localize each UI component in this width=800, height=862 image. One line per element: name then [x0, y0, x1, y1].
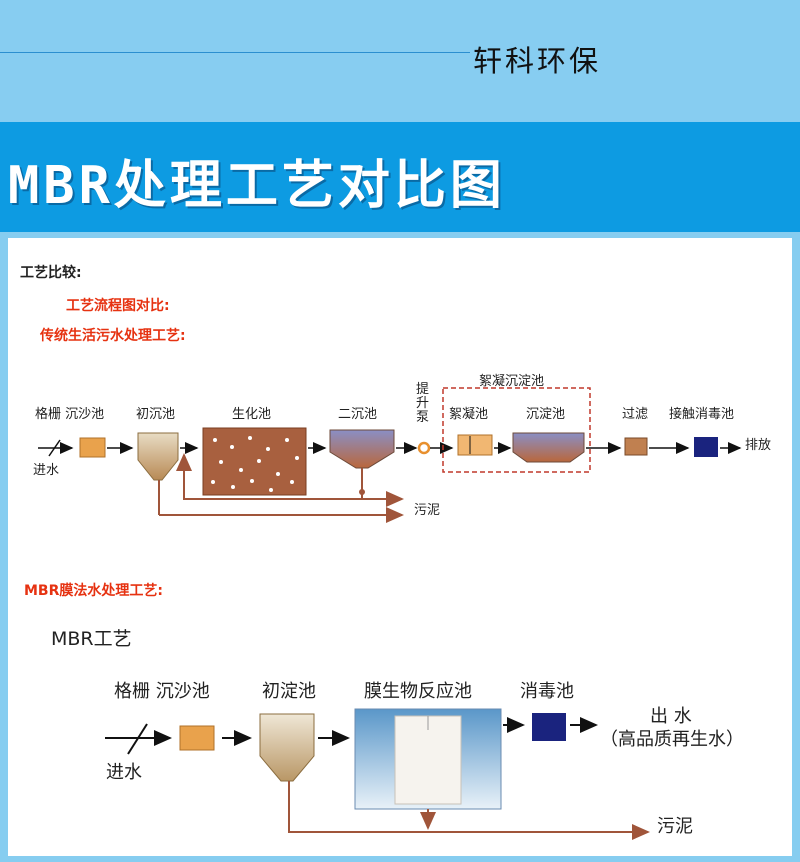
trad-bio-bubbles — [211, 436, 299, 492]
mbr-sludge-line — [288, 781, 650, 840]
trad-pump-icon — [417, 441, 431, 455]
header-rule — [0, 52, 470, 53]
trad-filter-box — [624, 437, 648, 456]
title-band — [0, 122, 800, 232]
mbr-label-sludge: 污泥 — [657, 816, 693, 837]
top-band — [0, 0, 800, 122]
mbr-label-membrane: 膜生物反应池 — [364, 681, 472, 702]
flow-compare-heading: 工艺流程图对比: — [66, 298, 170, 314]
traditional-heading: 传统生活污水处理工艺: — [40, 328, 186, 344]
mbr-primary-tank — [259, 713, 315, 782]
trad-label-sludge: 污泥 — [414, 503, 441, 518]
mbr-label-disinfect: 消毒池 — [520, 681, 574, 702]
mbr-flow — [105, 708, 650, 840]
trad-label-secondary: 二沉池 — [338, 407, 378, 422]
trad-floc-tank — [457, 434, 493, 456]
trad-sludge-pump — [359, 489, 365, 495]
mbr-process-title: MBR工艺 — [51, 628, 132, 650]
trad-floc-frame — [442, 387, 591, 473]
trad-label-bio: 生化池 — [232, 407, 272, 422]
mbr-label-primary: 初淀池 — [262, 681, 316, 702]
mbr-membrane-module — [394, 715, 462, 805]
mbr-heading: MBR膜法水处理工艺: — [24, 583, 163, 599]
trad-primary-tank — [137, 432, 179, 481]
section-heading: 工艺比较: — [20, 265, 82, 281]
mbr-grate-box — [179, 725, 215, 751]
trad-label-inlet: 进水 — [33, 463, 60, 478]
trad-label-primary: 初沉池 — [136, 407, 176, 422]
traditional-flow — [38, 387, 742, 523]
trad-label-grate-sand: 格栅 沉沙池 — [35, 407, 105, 422]
mbr-label-out: 出 水 — [650, 706, 692, 727]
page-title: MBR处理工艺对比图 — [8, 156, 506, 216]
trad-label-discharge: 排放 — [745, 438, 772, 453]
trad-bio-tank — [202, 427, 307, 496]
trad-label-floc-group: 絮凝沉淀池 — [479, 374, 545, 389]
mbr-label-inlet: 进水 — [106, 762, 142, 783]
brand-name: 轩科环保 — [473, 44, 602, 78]
trad-disinfect-box — [694, 437, 718, 457]
trad-label-pump: 提升泵 — [416, 382, 430, 425]
trad-secondary-tank — [329, 429, 395, 469]
trad-label-filter: 过滤 — [622, 407, 649, 422]
trad-label-disinfect: 接触消毒池 — [669, 407, 735, 422]
trad-grate-box — [79, 437, 106, 458]
mbr-label-grate-sand: 格栅 沉沙池 — [114, 681, 210, 702]
trad-inlet-slash — [48, 439, 61, 457]
mbr-label-out-note: （高品质再生水） — [600, 729, 744, 750]
trad-label-floc: 絮凝池 — [449, 407, 489, 422]
trad-label-sedim: 沉淀池 — [526, 407, 566, 422]
mbr-inlet-slash — [127, 723, 148, 755]
trad-sedim-tank — [512, 432, 585, 463]
mbr-disinfect-box — [532, 713, 566, 741]
